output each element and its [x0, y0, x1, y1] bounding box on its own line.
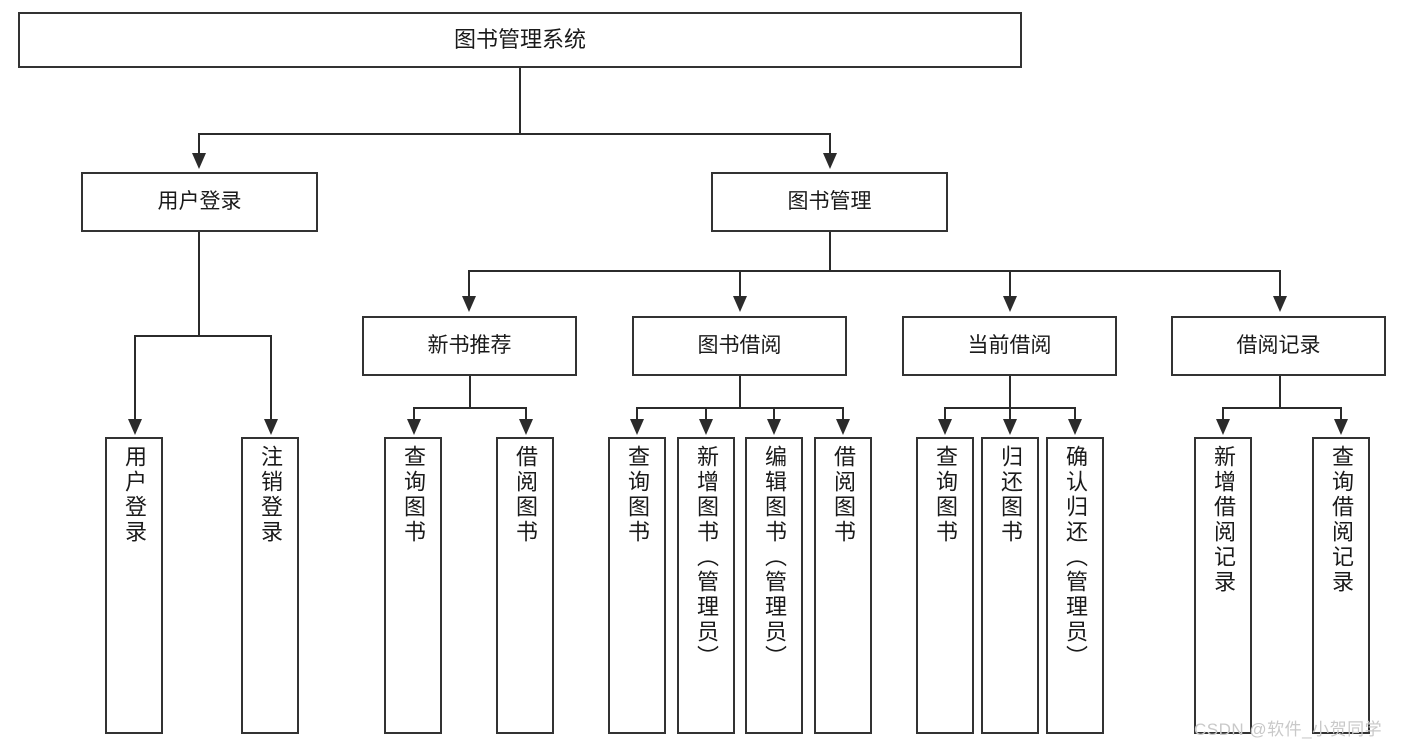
node-book-borrow[interactable]: 图书借阅 [632, 316, 847, 376]
leaf-currentborrow-return-book[interactable]: 归还图书 [981, 437, 1039, 734]
connector-bookmgmt-bar [468, 270, 1280, 272]
arrow-bookmgmt-to-new [462, 296, 476, 312]
node-borrow-record[interactable]: 借阅记录 [1171, 316, 1386, 376]
node-label: 借阅记录 [1236, 334, 1321, 358]
connector-borrowrecord-leaf1 [1340, 407, 1342, 421]
connector-bookmgmt-to-new [468, 270, 470, 298]
connector-bookmgmt-stem [829, 232, 831, 272]
arrow-borrowrecord-leaf0 [1216, 419, 1230, 435]
node-label: 查询图书 [625, 445, 650, 545]
node-label: 当前借阅 [967, 334, 1052, 358]
arrow-bookborrow-leaf0 [630, 419, 644, 435]
node-current-borrow[interactable]: 当前借阅 [902, 316, 1117, 376]
connector-newbook-leaf1 [525, 407, 527, 421]
node-label: 借阅图书 [513, 445, 538, 545]
node-new-book-recommend[interactable]: 新书推荐 [362, 316, 577, 376]
connector-bookborrow-leaf3 [842, 407, 844, 421]
connector-root-bar [198, 133, 831, 135]
node-label: 新增借阅记录 [1211, 445, 1236, 595]
connector-bookmgmt-to-record [1279, 270, 1281, 298]
node-label: 用户登录 [157, 190, 242, 214]
leaf-currentborrow-confirm-return[interactable]: 确认归还（管理员） [1046, 437, 1104, 734]
arrow-borrowrecord-leaf1 [1334, 419, 1348, 435]
leaf-bookborrow-add-book[interactable]: 新增图书（管理员） [677, 437, 735, 734]
node-label: 图书管理 [787, 190, 872, 214]
connector-currentborrow-leaf0 [944, 407, 946, 421]
leaf-borrowrecord-query-record[interactable]: 查询借阅记录 [1312, 437, 1370, 734]
node-label: 图书管理系统 [453, 26, 586, 52]
node-label: 查询借阅记录 [1329, 445, 1354, 595]
connector-bookborrow-leaf2 [773, 407, 775, 421]
node-label: 查询图书 [401, 445, 426, 545]
connector-currentborrow-leaf2 [1074, 407, 1076, 421]
node-label: 图书借阅 [697, 334, 782, 358]
leaf-logout[interactable]: 注销登录 [241, 437, 299, 734]
arrow-root-to-bookmgmt [823, 153, 837, 169]
node-label: 编辑图书（管理员） [762, 445, 787, 670]
leaf-bookborrow-edit-book[interactable]: 编辑图书（管理员） [745, 437, 803, 734]
arrow-login-leaf1 [264, 419, 278, 435]
connector-root-to-bookmgmt [829, 133, 831, 155]
connector-newbook-bar [413, 407, 527, 409]
arrow-login-leaf0 [128, 419, 142, 435]
node-label: 注销登录 [258, 445, 283, 545]
connector-login-stem [198, 232, 200, 336]
connector-newbook-leaf0 [413, 407, 415, 421]
node-label: 归还图书 [998, 445, 1023, 545]
connector-login-bar [134, 335, 272, 337]
arrow-currentborrow-leaf1 [1003, 419, 1017, 435]
connector-root-to-login [198, 133, 200, 155]
connector-borrowrecord-bar [1222, 407, 1341, 409]
connector-bookmgmt-to-borrow [739, 270, 741, 298]
arrow-bookborrow-leaf3 [836, 419, 850, 435]
connector-newbook-stem [469, 376, 471, 409]
leaf-user-login[interactable]: 用户登录 [105, 437, 163, 734]
node-label: 用户登录 [122, 445, 147, 545]
leaf-currentborrow-query-book[interactable]: 查询图书 [916, 437, 974, 734]
arrow-bookborrow-leaf1 [699, 419, 713, 435]
connector-login-leaf1 [270, 335, 272, 421]
node-label: 确认归还（管理员） [1063, 445, 1088, 670]
connector-login-leaf0 [134, 335, 136, 421]
connector-bookborrow-leaf1 [705, 407, 707, 421]
connector-root-stem [519, 68, 521, 134]
connector-bookborrow-bar [636, 407, 844, 409]
node-book-management[interactable]: 图书管理 [711, 172, 948, 232]
arrow-bookmgmt-to-borrow [733, 296, 747, 312]
arrow-currentborrow-leaf2 [1068, 419, 1082, 435]
node-label: 新增图书（管理员） [694, 445, 719, 670]
arrow-newbook-leaf0 [407, 419, 421, 435]
connector-bookborrow-stem [739, 376, 741, 409]
arrow-bookborrow-leaf2 [767, 419, 781, 435]
leaf-borrowrecord-add-record[interactable]: 新增借阅记录 [1194, 437, 1252, 734]
connector-borrowrecord-leaf0 [1222, 407, 1224, 421]
leaf-newbook-query-book[interactable]: 查询图书 [384, 437, 442, 734]
node-label: 借阅图书 [831, 445, 856, 545]
connector-currentborrow-leaf1 [1009, 407, 1011, 421]
leaf-newbook-borrow-book[interactable]: 借阅图书 [496, 437, 554, 734]
arrow-newbook-leaf1 [519, 419, 533, 435]
watermark: CSDN @软件_小贺同学 [1194, 720, 1383, 739]
node-label: 查询图书 [933, 445, 958, 545]
node-user-login[interactable]: 用户登录 [81, 172, 318, 232]
node-label: 新书推荐 [427, 334, 512, 358]
leaf-bookborrow-query-book[interactable]: 查询图书 [608, 437, 666, 734]
connector-bookborrow-leaf0 [636, 407, 638, 421]
leaf-bookborrow-borrow-book[interactable]: 借阅图书 [814, 437, 872, 734]
connector-currentborrow-stem [1009, 376, 1011, 409]
arrow-root-to-login [192, 153, 206, 169]
connector-bookmgmt-to-current [1009, 270, 1011, 298]
arrow-bookmgmt-to-record [1273, 296, 1287, 312]
arrow-currentborrow-leaf0 [938, 419, 952, 435]
node-root-system[interactable]: 图书管理系统 [18, 12, 1022, 68]
arrow-bookmgmt-to-current [1003, 296, 1017, 312]
connector-borrowrecord-stem [1279, 376, 1281, 409]
